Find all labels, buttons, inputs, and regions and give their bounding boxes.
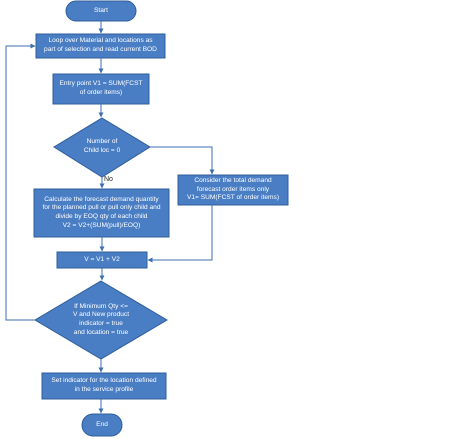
entry-label: Entry point V1 = SUM(FCST of order items… bbox=[59, 80, 143, 96]
calc-process bbox=[33, 188, 170, 238]
entry-process bbox=[52, 73, 150, 105]
edge-decision-yes bbox=[150, 146, 215, 175]
calc-label: Calculate the forecast demand quantity f… bbox=[42, 195, 161, 229]
start-label: Start bbox=[94, 6, 108, 14]
edge-loop-back bbox=[5, 43, 36, 321]
edge-label-no: No bbox=[104, 175, 113, 183]
decision-child-loc-label: Number of Child loc = 0 bbox=[83, 138, 121, 154]
set-indicator-process bbox=[41, 372, 167, 400]
consider-label: Consider the total demand forecast order… bbox=[186, 177, 280, 202]
loop-process bbox=[35, 33, 166, 59]
end-label: End bbox=[96, 420, 108, 428]
decision-min-qty-label: If Minimum Qty <= V and New product indi… bbox=[72, 302, 130, 336]
end-terminator bbox=[81, 413, 123, 437]
loop-label: Loop over Material and locations as part… bbox=[44, 37, 157, 53]
consider-process bbox=[177, 174, 289, 206]
edge-consider-to-sum bbox=[147, 205, 213, 263]
sum-label: V = V1 + V2 bbox=[84, 255, 120, 263]
set-indicator-label: Set indicator for the location defined i… bbox=[51, 377, 157, 393]
